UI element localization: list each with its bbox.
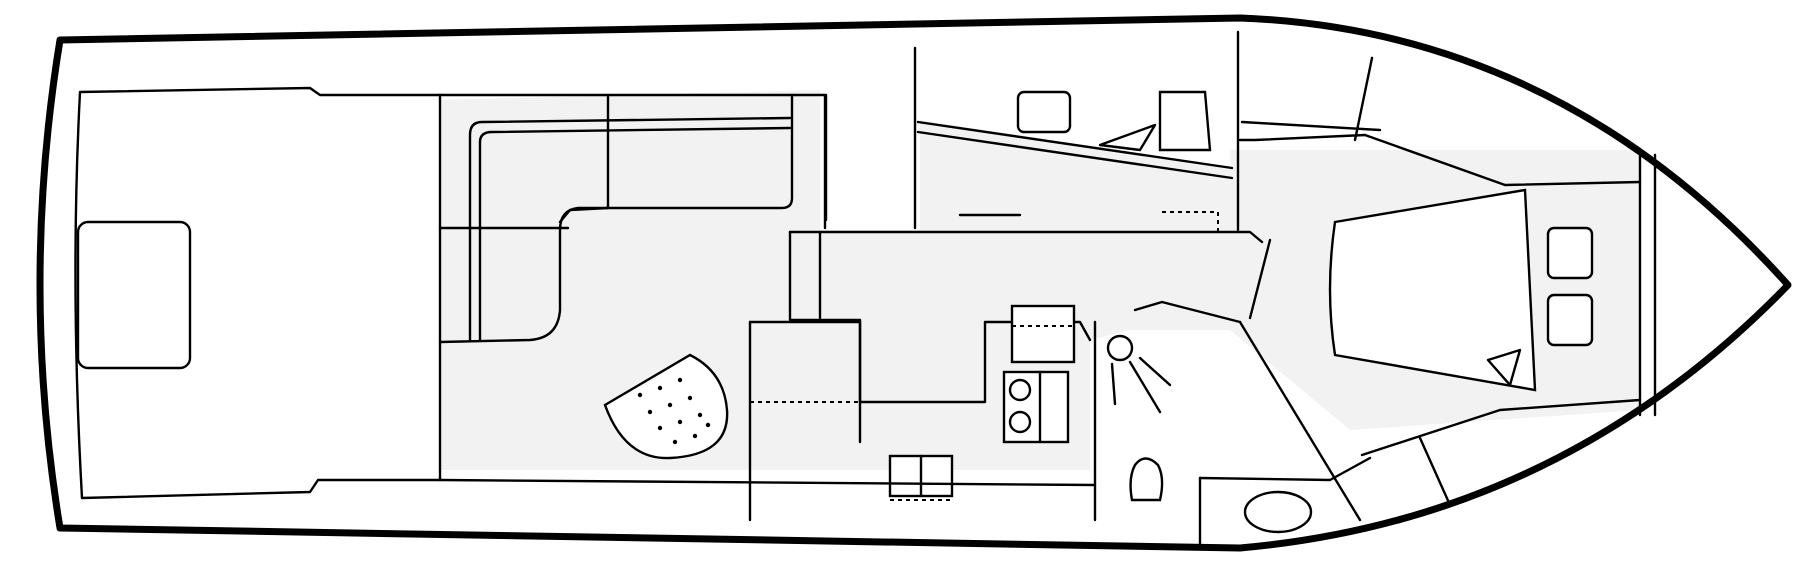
head-top-wall <box>1133 300 1242 324</box>
porthole-hatch <box>1243 490 1313 534</box>
v-berth <box>1328 188 1537 392</box>
salon-table <box>603 353 729 460</box>
head-forward-wall <box>1238 320 1362 522</box>
head-shelf-3 <box>1138 356 1172 387</box>
pillow-2 <box>1546 293 1594 347</box>
galley-counter <box>748 320 1092 404</box>
salon-floor-edge <box>438 478 1097 487</box>
stateroom-top-wall <box>1238 133 1642 187</box>
cockpit-hatch <box>76 220 192 370</box>
hull-outline <box>36 14 1792 552</box>
passage-floor <box>920 120 1235 230</box>
helm-hatch-dashed <box>1162 211 1219 235</box>
forward-hatch-edge <box>1240 120 1382 132</box>
helm-seat-cushion <box>1016 90 1072 134</box>
aft-cockpit <box>74 86 442 500</box>
settee-backrest-inner <box>478 126 792 342</box>
head-compartment <box>1106 300 1362 522</box>
galley <box>438 230 1264 522</box>
helm-console-inner <box>916 130 1234 180</box>
settee-backrest-outer <box>468 116 792 342</box>
table-dots <box>637 377 711 445</box>
drop-leaf-table <box>603 353 729 460</box>
stateroom-lower-wall <box>1360 398 1642 457</box>
burner-1 <box>1008 378 1032 402</box>
settee-outline <box>438 93 794 344</box>
burner-2 <box>1008 410 1032 434</box>
helm-console-edge <box>916 120 1234 170</box>
shelf-line-1 <box>1418 436 1452 507</box>
lower-helm <box>913 30 1240 235</box>
head-sink <box>1106 334 1134 362</box>
head-shelf-2 <box>1128 360 1162 414</box>
forward-stateroom <box>1198 56 1657 547</box>
anchor-locker-line <box>1353 56 1374 142</box>
helm-seat <box>1158 90 1212 152</box>
misc-fixtures <box>1016 90 1382 134</box>
sink-cabinet <box>1010 304 1076 364</box>
hanging-locker <box>1198 456 1372 482</box>
cockpit-boundary <box>74 86 442 500</box>
head-shelf-1 <box>1110 362 1117 406</box>
pillow-1 <box>1546 226 1594 280</box>
salon-settee <box>438 93 828 344</box>
stateroom-door <box>1248 238 1272 320</box>
toilet <box>1129 457 1164 502</box>
galley-top <box>788 230 1264 244</box>
helm-wheel-mount <box>1098 123 1157 152</box>
berth-step <box>1486 348 1522 387</box>
